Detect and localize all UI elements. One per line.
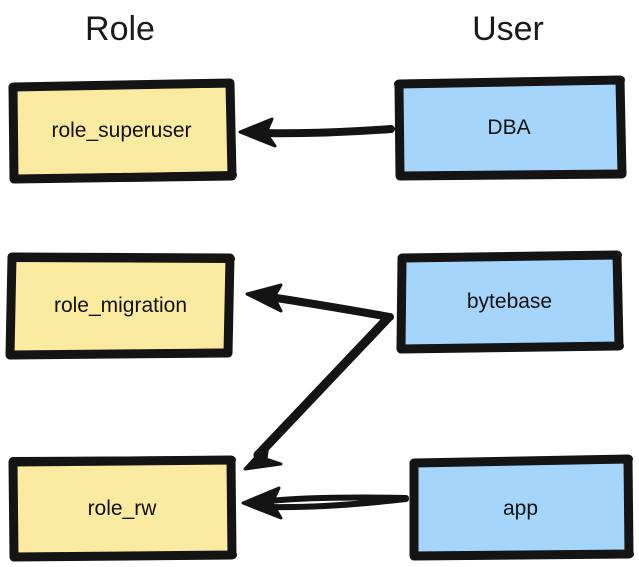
column-title-user: User: [472, 10, 544, 48]
node-shape-role-superuser: [8, 78, 237, 184]
edge-bytebase-to-role-rw[interactable]: [243, 313, 393, 471]
node-shape-app: [409, 454, 634, 561]
node-role-migration[interactable]: role_migration: [5, 252, 235, 360]
node-role-rw[interactable]: role_rw: [8, 455, 237, 562]
node-dba[interactable]: DBA: [392, 75, 627, 181]
column-title-role: Role: [85, 10, 155, 48]
node-shape-dba: [394, 75, 627, 181]
node-shape-bytebase: [396, 250, 624, 354]
node-app[interactable]: app: [408, 454, 634, 561]
edge-bytebase-to-role-migration[interactable]: [245, 283, 394, 321]
node-bytebase[interactable]: bytebase: [396, 250, 624, 354]
node-shape-role-migration: [5, 252, 235, 360]
node-shape-role-rw: [8, 455, 237, 562]
edge-dba-to-role-superuser[interactable]: [238, 117, 395, 148]
node-role-superuser[interactable]: role_superuser: [8, 78, 237, 184]
edge-app-to-role-rw[interactable]: [241, 486, 409, 520]
